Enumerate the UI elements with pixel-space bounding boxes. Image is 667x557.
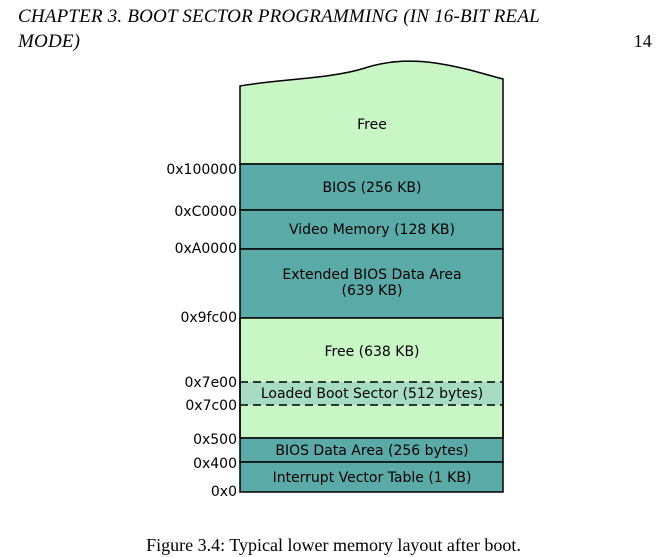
region-ivt-label: Interrupt Vector Table (1 KB): [273, 470, 472, 486]
address-label: 0x9fc00: [180, 310, 237, 326]
address-label: 0x100000: [166, 162, 237, 178]
region-ebda: [239, 248, 504, 319]
address-label: 0xA0000: [175, 241, 237, 257]
region-free-top-label: Free: [357, 117, 387, 133]
address-label: 0x7c00: [185, 398, 237, 414]
chapter-title-line2: MODE): [18, 31, 81, 52]
region-free-638-label: Free (638 KB): [324, 344, 419, 360]
region-bios-data-area-label: BIOS Data Area (256 bytes): [275, 443, 468, 459]
chapter-title-line1: CHAPTER 3. BOOT SECTOR PROGRAMMING (IN 1…: [18, 6, 540, 27]
region-bios-data-area: [239, 437, 504, 463]
region-bios-label: BIOS (256 KB): [323, 180, 422, 196]
region-ebda-label-line2: (639 KB): [342, 283, 403, 299]
address-label: 0x400: [193, 456, 237, 472]
region-free-638: [239, 317, 504, 439]
address-label: 0xC0000: [174, 204, 237, 220]
page-number: 14: [633, 31, 652, 51]
running-header: CHAPTER 3. BOOT SECTOR PROGRAMMING (IN 1…: [18, 4, 658, 54]
address-label: 0x0: [211, 484, 237, 500]
region-ivt: [239, 461, 504, 493]
address-label: 0x7e00: [184, 375, 237, 391]
figure-caption: Figure 3.4: Typical lower memory layout …: [146, 535, 521, 555]
region-boot-sector: [241, 382, 502, 405]
region-bios: [239, 163, 504, 211]
region-boot-sector-label: Loaded Boot Sector (512 bytes): [261, 386, 483, 402]
region-video-memory-label: Video Memory (128 KB): [289, 222, 455, 238]
address-label: 0x500: [193, 432, 237, 448]
region-free-top: [239, 60, 504, 165]
region-ebda-label-line1: Extended BIOS Data Area: [282, 267, 461, 283]
